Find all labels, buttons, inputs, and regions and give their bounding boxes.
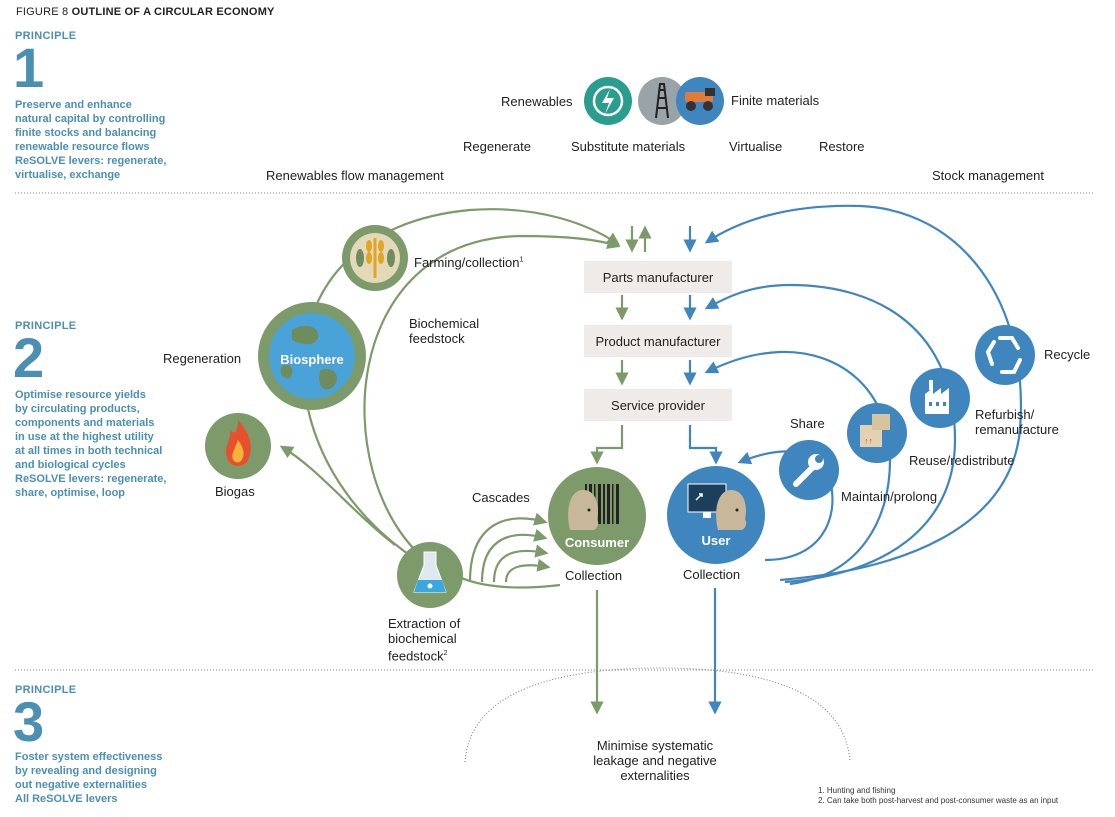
flame-icon [205, 413, 271, 479]
maintain-label: Maintain/prolong [841, 489, 938, 504]
loop-refurbish [704, 283, 957, 584]
farming-text: Farming/collection [414, 255, 520, 270]
renewables-flow-label: Renewables flow management [266, 168, 444, 183]
share-label: Share [790, 416, 825, 431]
oil-rig-icon [638, 77, 686, 125]
consumer-label: Consumer [564, 535, 630, 550]
principle-1-label: PRINCIPLE [15, 30, 77, 42]
footnote-1: 1. Hunting and fishing [818, 786, 896, 795]
principle-2-label: PRINCIPLE [15, 320, 77, 332]
user-person-icon [716, 490, 747, 530]
figure-prefix: FIGURE 8 [16, 6, 69, 18]
svg-text:↑↑: ↑↑ [864, 436, 873, 446]
biosphere-label: Biosphere [280, 352, 344, 367]
reuse-label: Reuse/redistribute [909, 453, 1015, 468]
loop-reuse [704, 350, 892, 586]
leakage-arc [464, 667, 851, 763]
extraction-note: 2 [443, 650, 448, 657]
extraction-text: Extraction of biochemical feedstock [388, 616, 461, 664]
technical-flows [683, 204, 1023, 715]
principle-3-number: 3 [13, 690, 45, 753]
person-icon [568, 490, 599, 530]
service-provider-box: Service provider [584, 389, 732, 421]
regeneration-label: Regeneration [163, 351, 242, 366]
farming-note: 1 [519, 256, 524, 264]
recycle-label: Recycle [1044, 347, 1091, 362]
lever-substitute: Substitute materials [571, 139, 686, 154]
leakage-label: Minimise systematic leakage and negative… [593, 738, 717, 783]
lever-virtualise: Virtualise [729, 139, 783, 154]
loop-recycle [704, 204, 1023, 582]
principle-1-number: 1 [13, 36, 45, 99]
stock-management-label: Stock management [932, 168, 1045, 183]
farming-label: Farming/collection1 [414, 255, 523, 270]
biochemical-feedstock-label: Biochemical feedstock [409, 316, 480, 346]
extraction-label: Extraction of biochemical feedstock2 [388, 616, 460, 663]
parts-manufacturer-box: Parts manufacturer [584, 261, 732, 293]
footnote-2: 2. Can take both post-harvest and post-c… [818, 796, 1059, 805]
factory-icon [910, 368, 970, 428]
figure-title: FIGURE 8 OUTLINE OF A CIRCULAR ECONOMY [16, 6, 275, 18]
wrench-icon [779, 440, 839, 500]
consumer-collection-label: Collection [565, 568, 623, 583]
figure-title-text: OUTLINE OF A CIRCULAR ECONOMY [71, 6, 275, 18]
principle-2-description: Optimise resource yields by circulating … [15, 389, 167, 499]
user-node [667, 466, 765, 564]
principle-2-number: 2 [13, 326, 45, 389]
renewables-icon [584, 77, 632, 125]
principle-3-description: Foster system effectiveness by revealing… [15, 751, 163, 805]
cascades-label: Cascades [472, 490, 530, 505]
globe-icon [258, 302, 366, 410]
consumer-node [548, 467, 646, 565]
biogas-label: Biogas [215, 484, 255, 499]
lever-restore: Restore [819, 139, 865, 154]
lever-regenerate: Regenerate [463, 139, 531, 154]
flask-icon [397, 542, 463, 608]
principle-3-label: PRINCIPLE [15, 684, 77, 696]
biological-flows [279, 208, 652, 715]
user-collection-label: Collection [683, 567, 741, 582]
wheat-fish-icon [342, 225, 408, 291]
finite-materials-label: Finite materials [731, 93, 820, 108]
mining-truck-icon [676, 77, 724, 125]
boxes-icon: ↑↑ [847, 403, 907, 463]
refurbish-label: Refurbish/ remanufacture [975, 407, 1059, 437]
renewables-label: Renewables [501, 94, 573, 109]
product-manufacturer-box: Product manufacturer [584, 325, 732, 357]
arc-inner [363, 234, 621, 556]
user-label: User [701, 533, 731, 548]
recycle-icon [975, 325, 1035, 385]
principle-1-description: Preserve and enhance natural capital by … [15, 99, 167, 181]
